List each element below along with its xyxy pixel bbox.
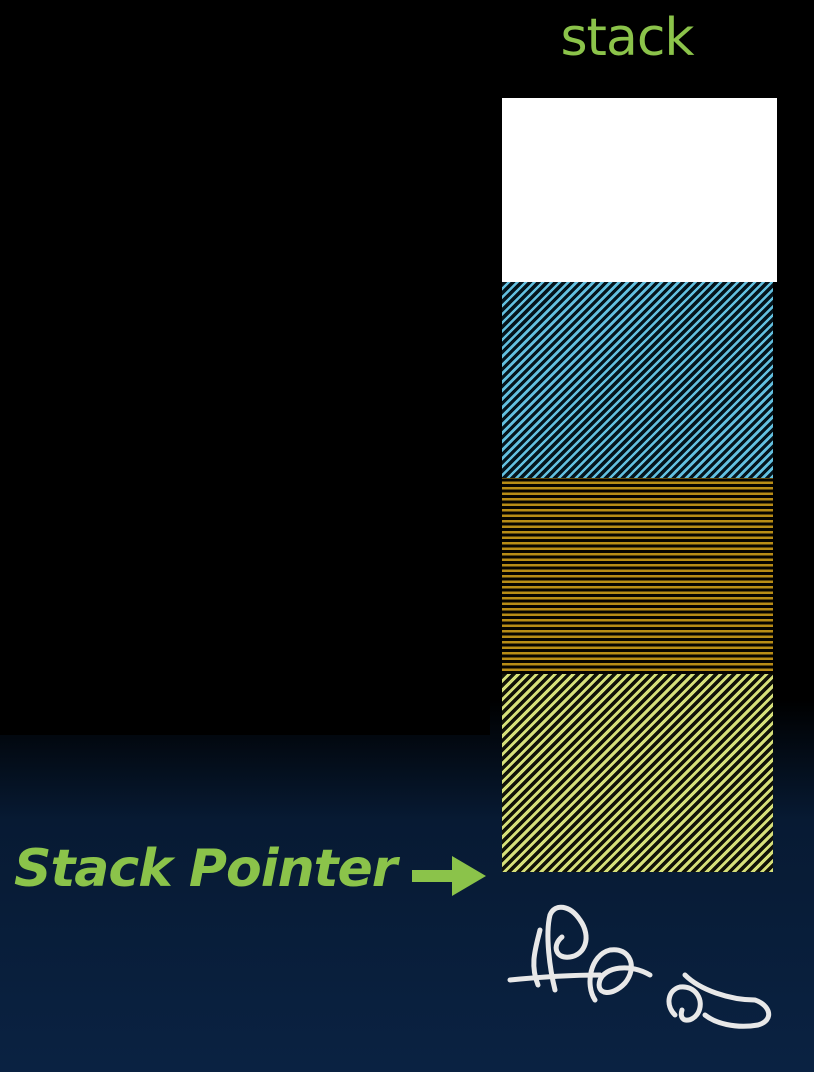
signature-drawing (507, 904, 771, 1029)
stack-block-blue (502, 282, 773, 478)
stack-pointer-label: Stack Pointer (14, 839, 397, 899)
stack-block-green (502, 674, 773, 872)
background-mask (0, 0, 490, 735)
stack-block-empty (502, 98, 777, 282)
stack-column (502, 98, 777, 872)
stack-block-orange (502, 478, 773, 674)
right-arrow-icon (412, 856, 486, 896)
stack-title: stack (560, 8, 694, 68)
